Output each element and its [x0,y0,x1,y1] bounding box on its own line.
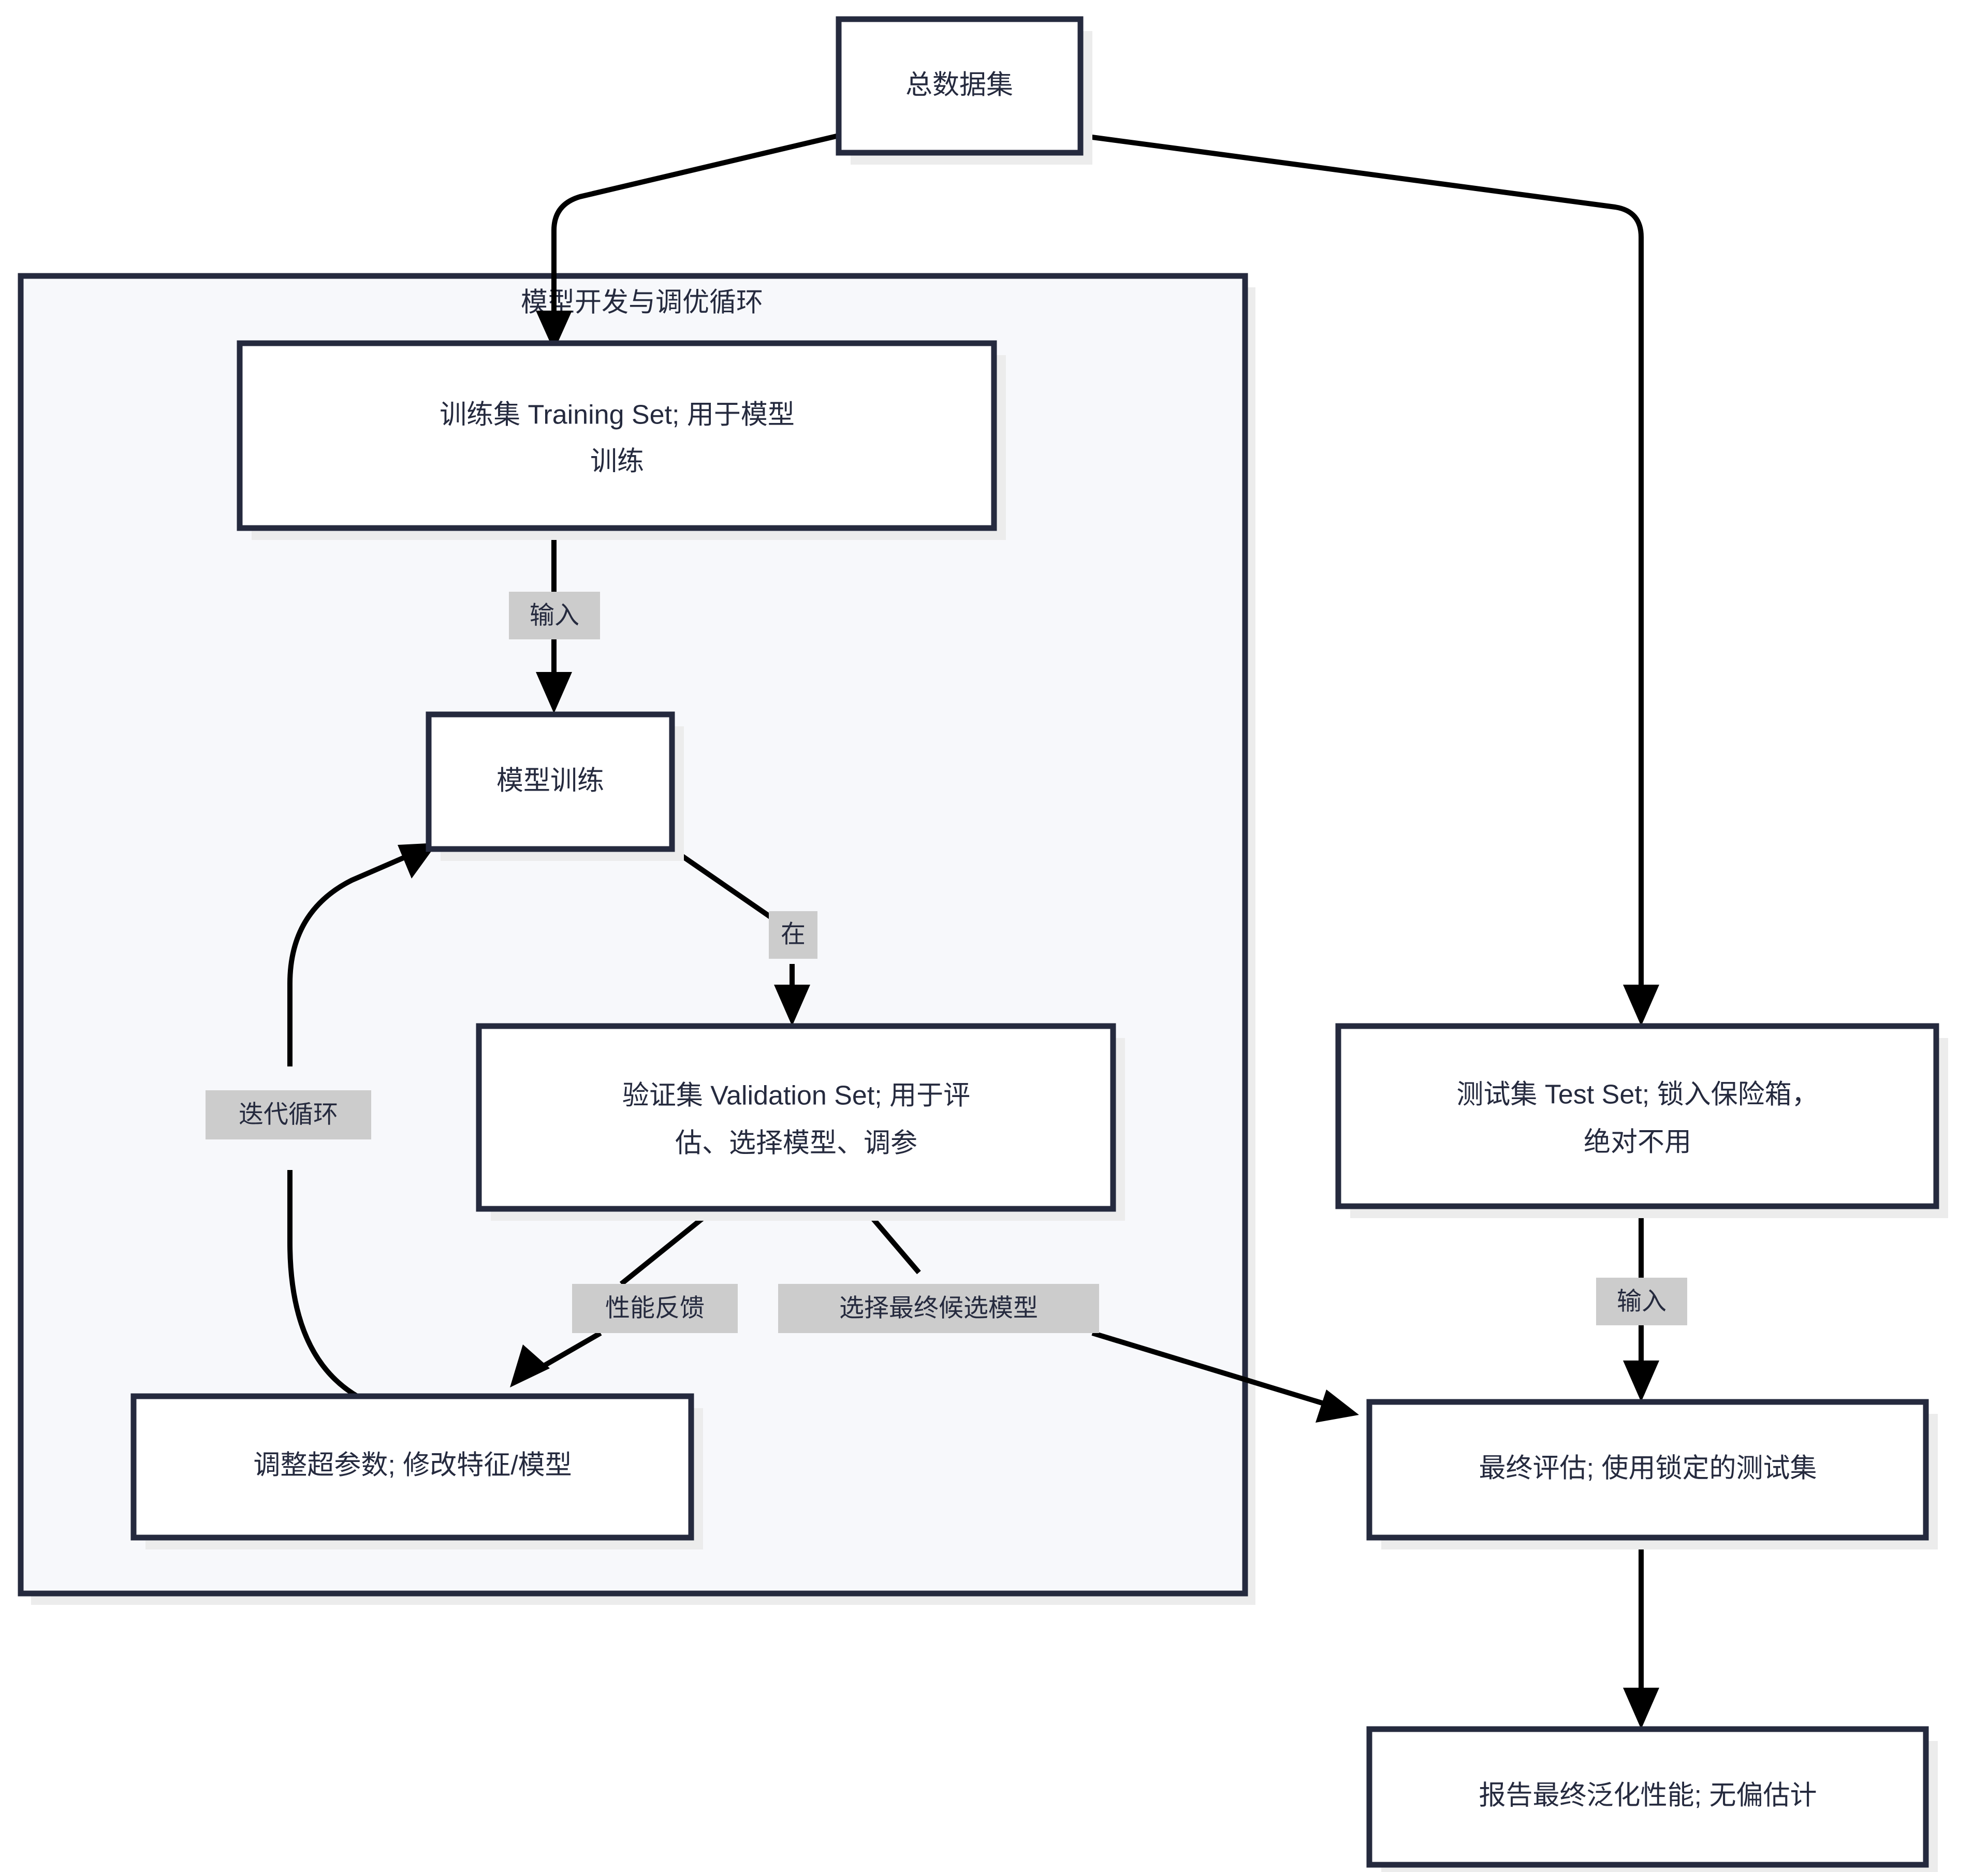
node-label-training-set-line1: 训练集 Training Set; 用于模型 [440,400,795,430]
edge-training-to-modeltraining: 输入 [509,528,600,713]
node-tune-hyperparams[interactable]: 调整超参数; 修改特征/模型 [130,1393,703,1549]
edge-label-feedback: 性能反馈 [605,1295,705,1322]
node-final-eval[interactable]: 最终评估; 使用锁定的测试集 [1366,1399,1938,1549]
edge-tune-to-modeltraining: 迭代循环 [206,843,437,1399]
edge-label-background [1596,1278,1687,1325]
edge-label-on: 在 [781,921,806,948]
node-label-model-training: 模型训练 [496,766,604,796]
node-border [426,711,675,852]
node-label-report: 报告最终泛化性能; 无偏估计 [1479,1781,1817,1811]
node-label-validation-set-line2: 估、选择模型、调参 [675,1129,917,1159]
edge-label-background [778,1284,1099,1333]
edge-modeltraining-to-validation: 在 [670,846,817,1026]
edge-label-background [769,911,817,959]
arrow-head-icon [1315,1390,1359,1423]
node-border [1366,1399,1929,1541]
node-border [476,1023,1116,1212]
node-report[interactable]: 报告最终泛化性能; 无偏估计 [1366,1726,1938,1872]
edge-label-input: 输入 [530,602,579,630]
node-border [130,1393,694,1541]
arrow-head-icon [1623,1688,1659,1729]
node-label-validation-set-line1: 验证集 Validation Set; 用于评 [622,1081,970,1111]
edge-label-background [206,1090,371,1139]
node-label-test-set-line2: 绝对不用 [1584,1128,1691,1158]
arrow-head-icon [1623,1361,1659,1402]
node-test-set[interactable]: 测试集 Test Set; 锁入保险箱， 绝对不用 [1335,1023,1948,1218]
arrow-head-icon [1623,985,1659,1026]
node-border [836,16,1084,156]
edge-testset-to-finaleval: 输入 [1596,1206,1687,1402]
edge-label-select-final: 选择最终候选模型 [839,1295,1038,1322]
node-model-training[interactable]: 模型训练 [426,711,684,861]
edge-label-input-2: 输入 [1617,1288,1667,1315]
edge-dataset-to-training [536,133,840,351]
node-border [237,340,997,531]
edge-dataset-to-testset [1080,133,1659,1026]
node-label-training-set-line2: 训练 [590,447,644,477]
arrow-head-icon [510,1344,550,1387]
edge-label-background [572,1284,738,1333]
edge-label-iteration: 迭代循环 [239,1101,338,1129]
edge-validation-to-finaleval: 选择最终候选模型 [778,1207,1359,1423]
edge-line [1080,133,1644,999]
node-label-final-eval: 最终评估; 使用锁定的测试集 [1479,1454,1817,1484]
node-training-set[interactable]: 训练集 Training Set; 用于模型 训练 [237,340,1006,540]
edge-finaleval-to-report [1623,1538,1659,1729]
node-label-dataset: 总数据集 [905,70,1013,100]
arrow-head-icon [774,985,810,1026]
edge-line [551,133,840,326]
node-label-tune: 调整超参数; 修改特征/模型 [253,1451,572,1481]
arrow-head-icon [536,672,572,713]
edge-line-2 [1091,1330,1332,1408]
node-border [1366,1726,1929,1868]
edge-validation-to-tune: 性能反馈 [510,1207,738,1387]
edge-label-background [509,592,600,639]
edge-line-lower [287,1170,359,1399]
node-label-test-set-line1: 测试集 Test Set; 锁入保险箱， [1456,1080,1818,1110]
arrow-head-icon [536,311,572,351]
node-border [1335,1023,1939,1209]
edge-line [619,1207,717,1286]
edge-line-upper [287,851,415,1066]
node-validation-set[interactable]: 验证集 Validation Set; 用于评 估、选择模型、调参 [476,1023,1125,1221]
node-dataset[interactable]: 总数据集 [836,16,1092,165]
